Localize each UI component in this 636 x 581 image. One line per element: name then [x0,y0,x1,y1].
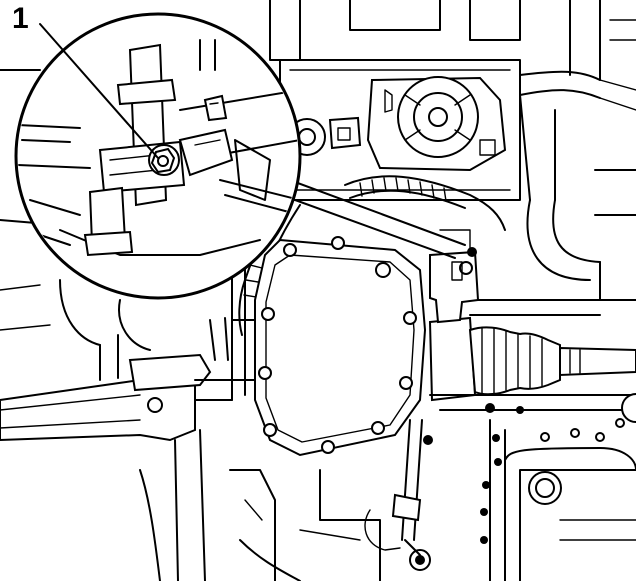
drive-shaft [428,299,636,402]
cover-bolts [258,236,417,454]
control-arm [0,353,233,581]
left-wheel-arch [0,69,381,581]
housing-left-edge [231,247,256,401]
engine-mount-bracket [366,76,507,172]
stabilizer-rod [364,419,433,571]
sensor-bracket [429,229,480,324]
differential-cover [254,236,427,457]
lower-subframe [429,393,636,581]
detail-magnifier [14,12,302,300]
callout-label-1: 1 [12,2,29,35]
coolant-pipe [519,0,636,281]
right-frame [594,19,636,301]
